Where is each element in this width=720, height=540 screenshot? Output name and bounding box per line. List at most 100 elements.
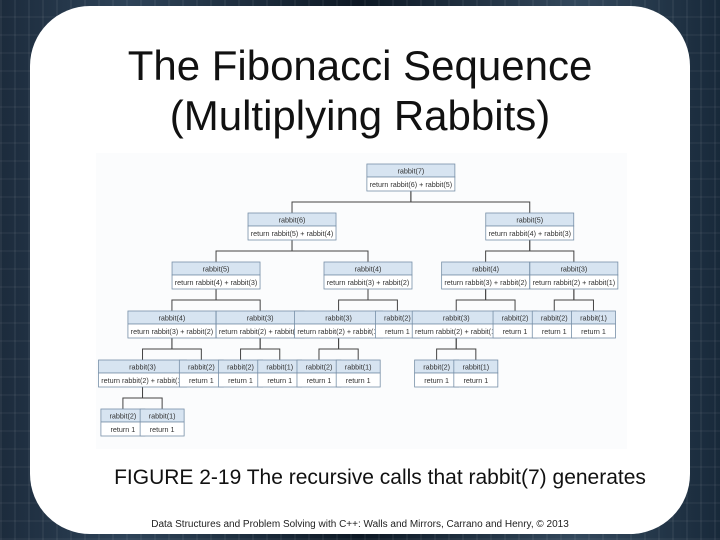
return-label: return 1: [542, 327, 567, 336]
call-node-body: [335, 372, 381, 388]
call-node: rabbit(2) return 1: [218, 359, 263, 388]
call-node-body: [485, 225, 575, 241]
call-node-body: [529, 274, 619, 290]
tree-edge: [215, 240, 293, 262]
call-label: rabbit(2): [541, 314, 568, 323]
tree-edge: [553, 289, 575, 311]
return-label: return 1: [581, 327, 606, 336]
tree-edge: [171, 289, 217, 311]
return-label: return rabbit(2) + rabbit(1): [219, 327, 302, 336]
call-label: rabbit(3): [247, 314, 274, 323]
return-label: return 1: [463, 376, 488, 385]
return-label: return rabbit(4) + rabbit(3): [488, 229, 571, 238]
call-node-body: [247, 225, 337, 241]
call-node: rabbit(1)return 1: [257, 359, 303, 388]
tree-edge: [485, 289, 516, 311]
figure-caption: FIGURE 2-19 The recursive calls that rab…: [114, 466, 646, 489]
tree-edge: [455, 338, 477, 360]
return-label: return rabbit(4) + rabbit(3): [175, 278, 258, 287]
tree-edge: [240, 338, 261, 360]
call-label: rabbit(3): [129, 363, 156, 372]
call-label: rabbit(2): [188, 363, 215, 372]
call-node-body: [366, 176, 456, 192]
tree-edge: [259, 338, 281, 360]
call-node: rabbit(3)return rabbit(2) + rabbit(1): [294, 310, 383, 339]
call-label: rabbit(3): [560, 265, 587, 274]
call-label: rabbit(7): [398, 167, 425, 176]
tree-edge: [291, 240, 369, 262]
tree-edge: [436, 338, 457, 360]
return-label: return 1: [503, 327, 528, 336]
tree-edge: [455, 289, 487, 311]
tree-edge: [338, 338, 359, 360]
call-label: rabbit(4): [355, 265, 382, 274]
call-node: rabbit(2) return 1: [531, 310, 577, 339]
call-node: rabbit(7) return rabbit(6) + rabbit(5): [366, 163, 456, 192]
call-node-body: [171, 274, 261, 290]
return-label: return 1: [111, 425, 136, 434]
return-label: return rabbit(2) + rabbit(1): [101, 376, 184, 385]
tree-edge: [573, 289, 594, 311]
return-label: return 1: [189, 376, 214, 385]
call-node: rabbit(4) return rabbit(3) + rabbit(2): [323, 261, 413, 290]
call-label: rabbit(2): [423, 363, 450, 372]
tree-edge: [338, 289, 369, 311]
return-label: return 1: [228, 376, 253, 385]
slide-title-line1: The Fibonacci Sequence: [127, 42, 593, 89]
return-label: return 1: [385, 327, 410, 336]
call-label: rabbit(4): [159, 314, 186, 323]
tree-edge: [318, 338, 340, 360]
footer-credit: Data Structures and Problem Solving with…: [151, 519, 569, 530]
call-node: rabbit(1) return 1: [139, 408, 185, 437]
return-label: return 1: [346, 376, 371, 385]
call-label: rabbit(1): [266, 363, 293, 372]
recursion-tree: rabbit(7)return rabbit(6) + rabbit(5)rab…: [98, 163, 619, 437]
return-label: return 1: [150, 425, 175, 434]
call-node: rabbit(3) return rabbit(2) + rabbit(1): [98, 359, 187, 388]
call-label: rabbit(3): [443, 314, 470, 323]
return-label: return rabbit(2) + rabbit(1): [415, 327, 498, 336]
slide-title-line2: (Multiplying Rabbits): [169, 92, 551, 139]
return-label: return rabbit(2) + rabbit(1): [533, 278, 616, 287]
tree-edge: [215, 289, 261, 311]
call-label: rabbit(5): [516, 216, 543, 225]
call-label: rabbit(1): [345, 363, 372, 372]
call-node: rabbit(2)return 1: [375, 310, 420, 339]
tree-edge: [142, 387, 163, 409]
call-node: rabbit(3) return rabbit(2) + rabbit(1): [215, 310, 305, 339]
return-label: return 1: [424, 376, 449, 385]
return-label: return rabbit(3) + rabbit(2): [444, 278, 526, 287]
tree-edge: [529, 240, 575, 262]
call-label: rabbit(5): [203, 265, 230, 274]
recursion-tree-figure: rabbit(7)return rabbit(6) + rabbit(5)rab…: [96, 153, 627, 449]
call-node: rabbit(2)return 1: [296, 359, 342, 388]
call-node-body: [139, 421, 185, 437]
call-node-body: [453, 372, 499, 388]
call-label: rabbit(1): [580, 314, 607, 323]
call-node: rabbit(2) return 1: [492, 310, 538, 339]
return-label: return rabbit(3) + rabbit(2): [131, 327, 214, 336]
call-node: rabbit(1) return 1: [453, 359, 499, 388]
return-label: return 1: [307, 376, 332, 385]
call-node-body: [571, 323, 616, 339]
call-node: rabbit(5) return rabbit(4) + rabbit(3): [485, 212, 575, 241]
return-label: return rabbit(6) + rabbit(5): [370, 180, 453, 189]
call-label: rabbit(6): [279, 216, 306, 225]
call-label: rabbit(2): [227, 363, 254, 372]
tree-edge: [410, 191, 531, 213]
tree-edge: [122, 387, 144, 409]
call-node: rabbit(2) return 1: [100, 408, 146, 437]
return-label: return rabbit(3) + rabbit(2): [327, 278, 410, 287]
call-node: rabbit(1) return 1: [571, 310, 616, 339]
call-label: rabbit(4): [472, 265, 499, 274]
call-node: rabbit(3) return rabbit(2) + rabbit(1): [411, 310, 501, 339]
call-node: rabbit(1) return 1: [335, 359, 381, 388]
call-node-body: [323, 274, 413, 290]
return-label: return rabbit(5) + rabbit(4): [251, 229, 334, 238]
call-label: rabbit(2): [502, 314, 529, 323]
return-label: return rabbit(2) + rabbit(1): [297, 327, 380, 336]
call-node: rabbit(3) return rabbit(2) + rabbit(1): [529, 261, 619, 290]
call-label: rabbit(1): [149, 412, 176, 421]
call-label: rabbit(2): [110, 412, 137, 421]
call-label: rabbit(1): [462, 363, 489, 372]
